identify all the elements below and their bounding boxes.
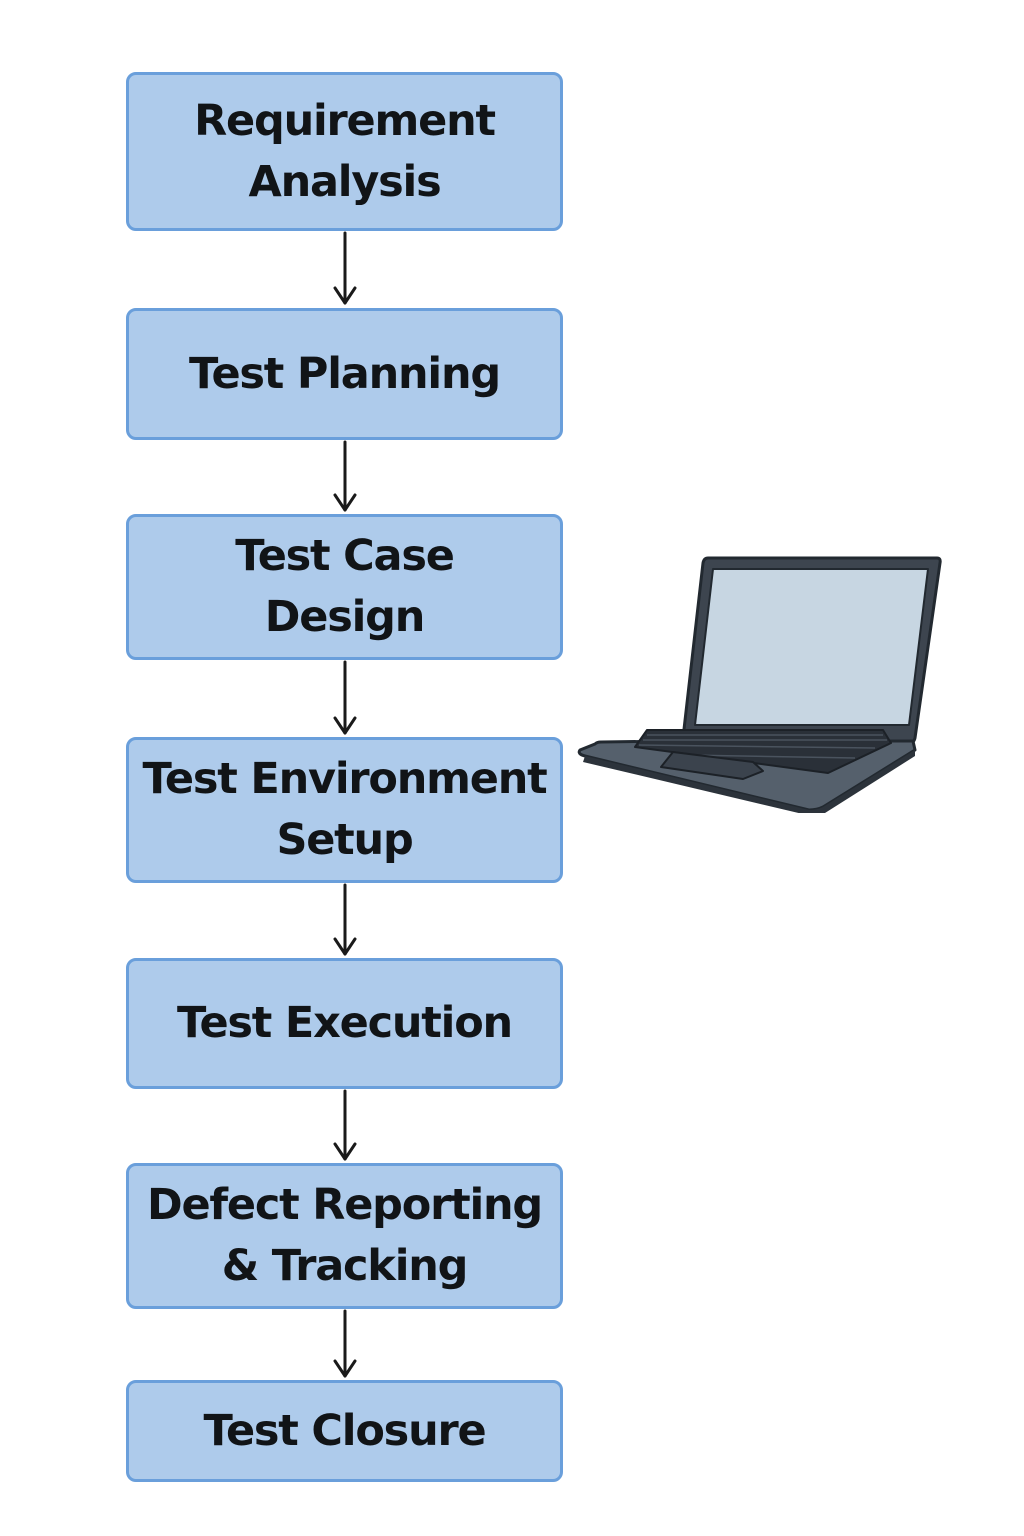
step-label: Test Environment Setup [142, 754, 548, 865]
step-test-planning: Test Planning [126, 308, 563, 440]
laptop-icon [577, 556, 942, 813]
step-label: Test Planning [189, 348, 501, 399]
arrow-1-to-2 [333, 231, 357, 305]
arrow-6-to-7 [333, 1309, 357, 1378]
step-label: Test Closure [203, 1405, 487, 1456]
step-test-environment-setup: Test Environment Setup [126, 737, 563, 883]
step-label: Test Case Design [235, 531, 455, 642]
arrow-5-to-6 [333, 1089, 357, 1161]
arrow-4-to-5 [333, 883, 357, 956]
step-defect-reporting-tracking: Defect Reporting & Tracking [126, 1163, 563, 1309]
arrow-2-to-3 [333, 440, 357, 512]
step-test-closure: Test Closure [126, 1380, 563, 1482]
step-label: Test Execution [177, 998, 513, 1048]
step-label: Requirement Analysis [194, 95, 496, 207]
step-test-execution: Test Execution [126, 958, 563, 1089]
arrow-3-to-4 [333, 660, 357, 735]
step-label: Defect Reporting & Tracking [146, 1180, 543, 1291]
step-test-case-design: Test Case Design [126, 514, 563, 660]
step-requirement-analysis: Requirement Analysis [126, 72, 563, 231]
